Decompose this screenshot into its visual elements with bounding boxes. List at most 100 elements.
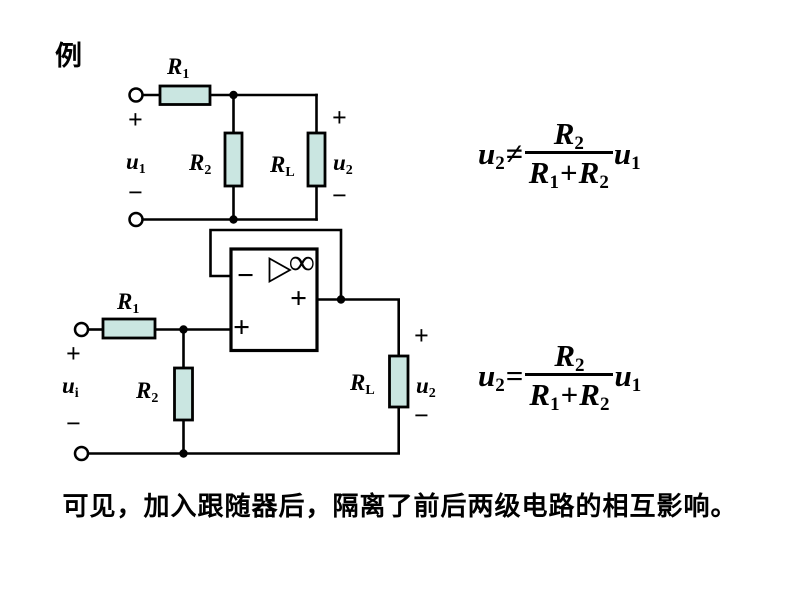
- var-sub: 2: [599, 172, 609, 194]
- var-sub: 2: [495, 374, 505, 396]
- label-base: R: [117, 289, 133, 314]
- label-base: R: [136, 378, 152, 403]
- junction-dot: [229, 90, 238, 100]
- label-r1-bottom: R1: [117, 289, 139, 317]
- fraction-numerator: R2: [546, 116, 592, 154]
- var: u: [478, 135, 496, 171]
- label-u2-top: u2: [333, 150, 353, 178]
- minus-sign-u2-top: −: [332, 181, 347, 210]
- label-base: R: [270, 152, 286, 177]
- var: u: [478, 357, 496, 393]
- label-ui: ui: [62, 373, 79, 401]
- label-u1: u1: [126, 150, 146, 177]
- plus-sign-ui: +: [66, 339, 81, 368]
- label-sub: 1: [132, 302, 140, 317]
- var: R: [579, 377, 600, 413]
- fraction-numerator: R2: [546, 338, 592, 376]
- var-sub: 2: [495, 152, 505, 174]
- opamp-noninverting-input-sign: +: [233, 311, 251, 344]
- label-sub: 1: [138, 162, 146, 177]
- label-sub: L: [285, 165, 295, 180]
- terminal-bottom-minus: [73, 445, 90, 462]
- label-sub: i: [74, 386, 79, 401]
- var: R: [578, 155, 600, 191]
- fraction-denominator: R1+R2: [524, 151, 613, 192]
- label-sub: 1: [182, 67, 190, 82]
- fraction-denominator: R1+R2: [525, 373, 614, 414]
- var: R: [529, 377, 551, 413]
- var: R: [554, 338, 576, 373]
- plus-operator: +: [559, 155, 578, 191]
- label-sub: 2: [428, 386, 436, 401]
- plus-sign-u2-bottom: +: [414, 321, 429, 350]
- var: R: [528, 155, 550, 191]
- label-base: R: [350, 370, 366, 395]
- plus-operator: +: [560, 377, 579, 413]
- resistor-r1-top: [158, 84, 212, 106]
- formula-lhs: u2=: [478, 357, 524, 395]
- junction-dot: [179, 449, 188, 458]
- minus-sign-u2-bottom: −: [414, 401, 429, 430]
- formula-lhs: u2≠: [478, 135, 524, 173]
- label-sub: 2: [204, 163, 212, 178]
- var: u: [614, 357, 632, 393]
- opamp-output-sign: +: [290, 282, 308, 315]
- var-sub: 2: [574, 133, 584, 154]
- resistor-rl-bottom: [388, 354, 410, 409]
- resistor-r2-top: [223, 131, 244, 188]
- var-sub: 1: [549, 172, 559, 194]
- formula-without-follower: u2≠ R2 R1+R2 u1: [478, 116, 641, 193]
- resistor-r2-bottom: [173, 366, 194, 422]
- plus-sign-u1: +: [128, 105, 143, 134]
- junction-dot: [336, 295, 346, 304]
- plus-sign-u2-top: +: [332, 103, 347, 132]
- relation-sign: ≠: [505, 135, 523, 171]
- top-circuit: [128, 84, 327, 228]
- terminal-top-plus: [128, 87, 144, 103]
- var: u: [613, 135, 632, 171]
- terminal-top-minus: [128, 211, 144, 228]
- relation-sign: =: [505, 357, 524, 393]
- opamp-triangle-icon: [268, 256, 292, 284]
- terminal-bottom-plus: [73, 321, 90, 338]
- opamp-inverting-input-sign: −: [237, 259, 255, 292]
- label-sub: L: [365, 383, 375, 398]
- label-r1-top: R1: [167, 54, 189, 82]
- fraction: R2 R1+R2: [524, 116, 613, 192]
- var-sub: 2: [575, 355, 585, 376]
- var-sub: 1: [631, 374, 642, 396]
- var: R: [553, 116, 575, 151]
- infinity-gain-icon: ∞: [289, 242, 315, 282]
- ground-wire: [88, 407, 401, 455]
- formula-with-follower: u2= R2 R1+R2 u1: [478, 338, 642, 415]
- label-sub: 2: [151, 391, 159, 406]
- feedback-wire: [209, 228, 343, 300]
- label-rl-bottom: RL: [350, 370, 375, 398]
- resistor-rl-top: [306, 131, 327, 188]
- var-sub: 1: [550, 394, 560, 416]
- label-base: R: [189, 150, 205, 175]
- label-r2-bottom: R2: [136, 378, 158, 406]
- junction-dot: [179, 325, 188, 334]
- label-base: u: [416, 373, 429, 398]
- resistor-r1-bottom: [101, 317, 157, 340]
- var-sub: 2: [599, 394, 610, 416]
- example-label: 例: [55, 41, 82, 71]
- junction-dot: [229, 215, 238, 224]
- caption-text: 可见，加入跟随器后，隔离了前后两级电路的相互影响。: [62, 492, 738, 521]
- label-base: R: [167, 54, 183, 79]
- label-base: u: [62, 373, 75, 398]
- output-wire: [317, 298, 401, 356]
- fraction: R2 R1+R2: [525, 338, 614, 414]
- label-u2-bottom: u2: [416, 373, 436, 401]
- label-rl-top: RL: [270, 152, 295, 180]
- var-sub: 1: [631, 152, 641, 174]
- label-sub: 2: [345, 163, 353, 178]
- formula-rhs: u1: [613, 135, 641, 173]
- bottom-circuit: [73, 228, 410, 462]
- label-r2-top: R2: [189, 150, 211, 178]
- minus-sign-u1: −: [128, 178, 143, 207]
- label-base: u: [333, 150, 346, 175]
